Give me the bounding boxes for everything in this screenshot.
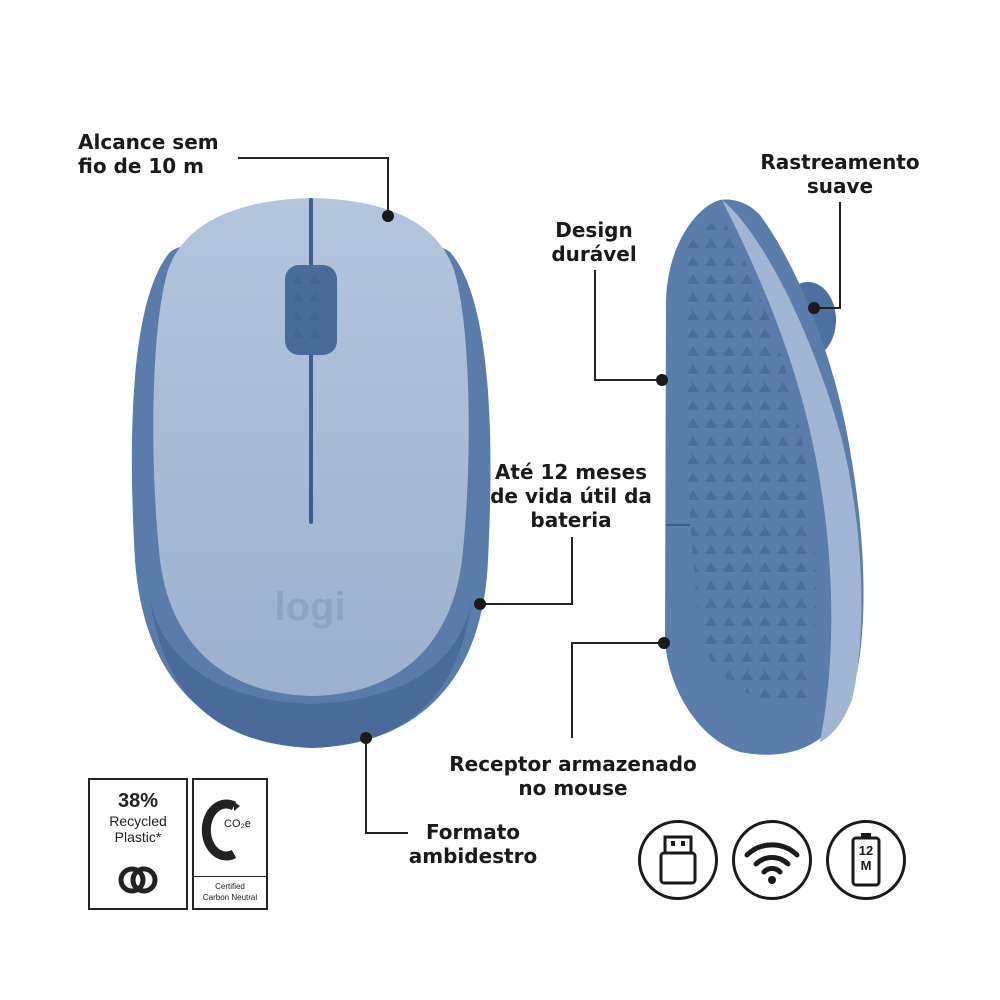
callout-battery-line3: bateria xyxy=(530,508,612,532)
callout-design-line1: Design xyxy=(555,218,633,242)
co2-label: CO₂e xyxy=(224,818,251,830)
carbon-line1: Certified xyxy=(215,882,245,891)
callout-receiver-line1: Receptor armazenado xyxy=(449,752,697,776)
battery-months-label: 12 M xyxy=(829,843,903,873)
carbon-neutral-badge: CO₂e Certified Carbon Neutral xyxy=(192,778,268,910)
side-grip-texture xyxy=(680,218,816,704)
callout-durable-design: Design durável xyxy=(548,218,640,266)
leader-lines xyxy=(238,157,841,834)
carbon-divider xyxy=(194,876,266,877)
recycle-icon xyxy=(118,866,158,894)
callout-design-line2: durável xyxy=(551,242,637,266)
mouse-top-view xyxy=(131,198,491,748)
callout-battery-life: Até 12 meses de vida útil da bateria xyxy=(490,460,652,532)
battery-months: 12 xyxy=(858,843,874,858)
logi-logo: logi xyxy=(274,585,345,629)
battery-icon: 12 M xyxy=(826,820,906,900)
recycled-line2: Plastic* xyxy=(114,829,162,845)
callout-range-line2: fio de 10 m xyxy=(78,154,205,178)
recycled-line1: Recycled xyxy=(109,813,167,829)
mouse-base xyxy=(150,600,472,748)
callout-wireless-range: Alcance sem fio de 10 m xyxy=(78,130,219,178)
callout-range-line1: Alcance sem xyxy=(78,130,219,154)
callout-smooth-tracking: Rastreamento suave xyxy=(757,150,923,198)
recycled-plastic-badge: 38% Recycled Plastic* xyxy=(88,778,188,910)
callout-tracking-line2: suave xyxy=(806,174,874,198)
callout-receiver-line2: no mouse xyxy=(518,776,628,800)
carbon-neutral-icon xyxy=(201,799,240,861)
wifi-icon xyxy=(732,820,812,900)
callout-tracking-line1: Rastreamento xyxy=(760,150,920,174)
callout-shape-line1: Formato xyxy=(425,820,521,844)
callout-battery-line2: de vida útil da xyxy=(490,484,652,508)
callout-ambidextrous-shape: Formato ambidestro xyxy=(404,820,542,868)
callout-stored-receiver: Receptor armazenado no mouse xyxy=(440,752,706,800)
callout-battery-line1: Até 12 meses xyxy=(494,460,648,484)
carbon-line2: Carbon Neutral xyxy=(202,893,258,902)
scroll-wheel-texture xyxy=(294,273,328,347)
battery-unit: M xyxy=(860,858,872,873)
mouse-side-view xyxy=(665,199,864,755)
recycled-percent: 38% xyxy=(117,790,159,812)
usb-receiver-icon xyxy=(638,820,718,900)
side-top-face xyxy=(722,200,862,742)
callout-shape-line2: ambidestro xyxy=(408,844,538,868)
leader-dots xyxy=(360,210,820,744)
